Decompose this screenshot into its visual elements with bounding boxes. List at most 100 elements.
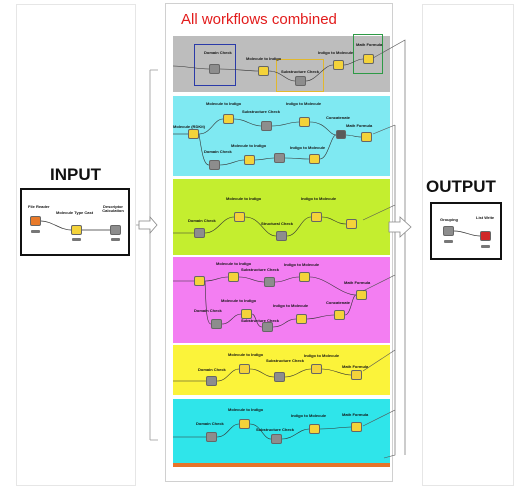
node-m-f bbox=[211, 319, 222, 329]
descriptor-calculation-status bbox=[111, 238, 120, 241]
label-molecule-to-indigo-1: Molecule to Indigo bbox=[246, 56, 282, 61]
band-magenta bbox=[173, 257, 390, 343]
substructure-check-highlight bbox=[276, 59, 324, 92]
output-label: OUTPUT bbox=[426, 177, 496, 196]
node-l-e bbox=[346, 219, 357, 229]
node-m-h bbox=[262, 322, 273, 332]
node-m-j bbox=[334, 310, 345, 320]
input-panel: INPUT File Reader Molecule Type Cast Des… bbox=[16, 4, 136, 486]
node-c2-d bbox=[309, 424, 320, 434]
label-indigo-to-molecule-2: Indigo to Molecule bbox=[286, 101, 322, 106]
node-l-d bbox=[311, 212, 322, 222]
math-formula-highlight bbox=[353, 34, 383, 74]
node-c1-b bbox=[223, 114, 234, 124]
node-c2-e bbox=[351, 422, 362, 432]
node-c2-a bbox=[206, 432, 217, 442]
node-c2-b bbox=[239, 419, 250, 429]
node-c1-c bbox=[261, 121, 272, 131]
label-molecule-to-indigo-7: Molecule to Indigo bbox=[228, 352, 264, 357]
label-substructure-check-4: Substructure Check bbox=[241, 318, 280, 323]
label-indigo-to-molecule-6: Indigo to Molecule bbox=[273, 303, 309, 308]
node-c1-a bbox=[188, 129, 199, 139]
output-panel: OUTPUT Grouping List Write bbox=[422, 4, 514, 486]
node-m-i bbox=[296, 314, 307, 324]
node-label-grouping: Grouping bbox=[440, 217, 458, 222]
node-l-a bbox=[194, 228, 205, 238]
label-molecule-to-indigo-5: Molecule to Indigo bbox=[216, 261, 252, 266]
combined-workflows-panel: All workflows combined Domain Check Mole… bbox=[165, 3, 393, 482]
molecule-type-cast-status bbox=[72, 238, 81, 241]
grouping-node bbox=[443, 226, 454, 236]
file-reader-node bbox=[30, 216, 41, 226]
node-l-c bbox=[276, 231, 287, 241]
output-connections bbox=[453, 230, 481, 237]
label-domain-check-4: Domain Check bbox=[194, 308, 222, 313]
molecule-type-cast-node bbox=[71, 225, 82, 235]
label-molecule-to-indigo-2: Molecule to Indigo bbox=[206, 101, 242, 106]
domain-check-node-1 bbox=[209, 64, 220, 74]
node-y-e bbox=[351, 370, 362, 380]
band-lime bbox=[173, 179, 390, 255]
domain-check-highlight bbox=[194, 44, 236, 86]
node-c1-d bbox=[299, 117, 310, 127]
node-y-b bbox=[239, 364, 250, 374]
node-l-b bbox=[234, 212, 245, 222]
combined-workflows-title: All workflows combined bbox=[181, 11, 337, 28]
label-indigo-to-molecule-4: Indigo to Molecule bbox=[301, 196, 337, 201]
label-molecule-to-indigo-3: Molecule to Indigo bbox=[231, 143, 267, 148]
label-substructure-check-3: Substructure Check bbox=[241, 267, 280, 272]
label-math-formula-4: Math Formula bbox=[342, 364, 369, 369]
input-workflow-box: File Reader Molecule Type Cast Descripto… bbox=[20, 188, 130, 256]
label-concatenate-1: Concatenate bbox=[326, 115, 351, 120]
label-math-formula-2: Math Formula bbox=[346, 123, 373, 128]
label-indigo-to-molecule-5: Indigo to Molecule bbox=[284, 262, 320, 267]
molecule-to-indigo-node-1 bbox=[258, 66, 269, 76]
node-m-d bbox=[299, 272, 310, 282]
node-c2-c bbox=[271, 434, 282, 444]
label-substructure-check-6: Substructure Check bbox=[256, 427, 295, 432]
label-substructure-check-1: Substructure Check bbox=[281, 69, 320, 74]
label-domain-check-3: Domain Check bbox=[188, 218, 216, 223]
list-write-node bbox=[480, 231, 491, 241]
node-c1-i bbox=[309, 154, 320, 164]
bottom-bar bbox=[173, 463, 390, 467]
label-domain-check-1: Domain Check bbox=[204, 50, 232, 55]
node-label-molecule-type-cast: Molecule Type Cast bbox=[56, 210, 94, 215]
label-domain-check-2: Domain Check bbox=[204, 149, 232, 154]
label-substructure-check-2: Substructure Check bbox=[242, 109, 281, 114]
list-write-status bbox=[481, 245, 490, 248]
node-m-e bbox=[356, 290, 367, 300]
node-m-c bbox=[264, 277, 275, 287]
node-c1-g bbox=[244, 155, 255, 165]
label-structural-check-1: Structural Check bbox=[261, 221, 294, 226]
output-workflow-box: Grouping List Write bbox=[430, 202, 502, 260]
label-domain-check-6: Domain Check bbox=[196, 421, 224, 426]
label-domain-check-5: Domain Check bbox=[198, 367, 226, 372]
label-math-formula-5: Math Formula bbox=[342, 412, 369, 417]
node-label-list-write: List Write bbox=[476, 215, 495, 220]
workflow-connections bbox=[172, 58, 364, 440]
node-label-descriptor-calculation: Descriptor Calculation bbox=[102, 204, 124, 213]
node-y-c bbox=[274, 372, 285, 382]
node-y-a bbox=[206, 376, 217, 386]
input-connections bbox=[40, 220, 110, 231]
label-molecule-rdkit-1: Molecule (RDKit) bbox=[173, 124, 205, 129]
node-m-g bbox=[241, 309, 252, 319]
label-molecule-to-indigo-4: Molecule to Indigo bbox=[226, 196, 262, 201]
indigo-to-molecule-node-1 bbox=[333, 60, 344, 70]
label-concatenate-2: Concatenate bbox=[326, 300, 351, 305]
node-y-d bbox=[311, 364, 322, 374]
label-indigo-to-molecule-8: Indigo to Molecule bbox=[291, 413, 327, 418]
descriptor-calculation-node bbox=[110, 225, 121, 235]
label-substructure-check-5: Substructure Check bbox=[266, 358, 305, 363]
label-molecule-to-indigo-6: Molecule to Indigo bbox=[221, 298, 257, 303]
node-c1-f bbox=[209, 160, 220, 170]
label-indigo-to-molecule-3: Indigo to Molecule bbox=[290, 145, 326, 150]
substructure-check-node-1 bbox=[295, 76, 306, 86]
node-c1-j bbox=[336, 130, 346, 139]
node-m-b bbox=[228, 272, 239, 282]
grouping-status bbox=[444, 240, 453, 243]
label-indigo-to-molecule-7: Indigo to Molecule bbox=[304, 353, 340, 358]
node-label-file-reader: File Reader bbox=[28, 204, 50, 209]
